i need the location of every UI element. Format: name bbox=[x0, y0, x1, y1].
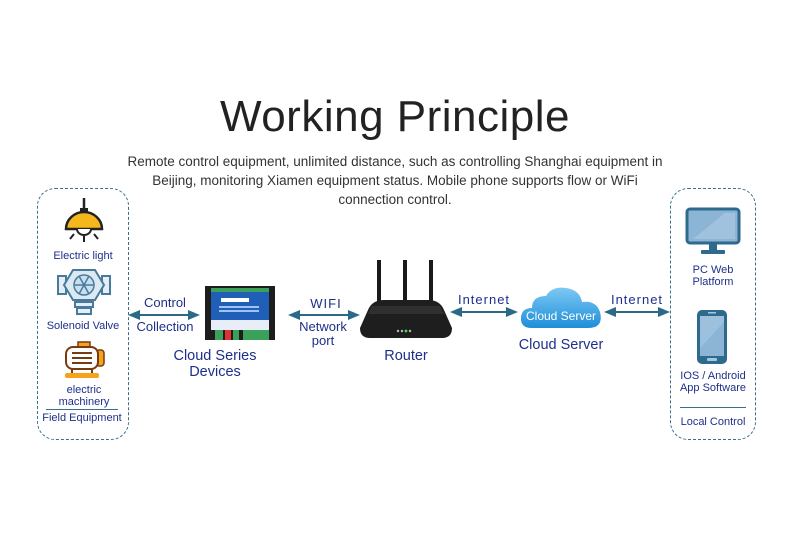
router-label: Router bbox=[384, 348, 428, 364]
device-label-line1: Cloud Series bbox=[173, 348, 257, 364]
monitor-icon bbox=[685, 207, 741, 257]
field-equipment-footer: Field Equipment bbox=[42, 412, 122, 424]
wifi-link-label: WIFI bbox=[310, 296, 342, 311]
local-control-footer: Local Control bbox=[680, 416, 746, 428]
cloud-icon bbox=[518, 284, 604, 332]
ceiling-lamp-icon bbox=[60, 196, 108, 246]
collection-link-label: Collection bbox=[136, 319, 194, 334]
internet-link-label-2: Internet bbox=[610, 292, 664, 307]
cloud-local-arrow bbox=[604, 306, 670, 318]
network-port-text: Network port bbox=[299, 319, 347, 348]
electric-motor-icon bbox=[62, 340, 108, 380]
solenoid-valve-icon bbox=[56, 264, 112, 316]
device-router-arrow bbox=[288, 309, 360, 321]
page-subtitle: Remote control equipment, unlimited dist… bbox=[127, 154, 663, 207]
router-cloud-arrow bbox=[450, 306, 518, 318]
internet-link-label-1: Internet bbox=[457, 292, 511, 307]
app-software-label-line2: App Software bbox=[679, 382, 747, 394]
app-software-label-line1: IOS / Android bbox=[680, 370, 746, 382]
field-equipment-group bbox=[37, 188, 129, 440]
control-link-label: Control bbox=[144, 295, 186, 310]
field-device-arrow bbox=[128, 309, 200, 321]
router-icon bbox=[358, 258, 454, 346]
page-title: Working Principle bbox=[219, 92, 571, 141]
cloud-server-label: Cloud Server bbox=[518, 337, 604, 353]
controller-device-icon bbox=[205, 284, 275, 344]
network-port-label-1: Network port bbox=[286, 320, 360, 348]
local-divider bbox=[680, 407, 746, 408]
field-divider bbox=[46, 409, 118, 410]
solenoid-valve-label: Solenoid Valve bbox=[46, 320, 120, 332]
smartphone-icon bbox=[695, 308, 729, 366]
electric-light-label: Electric light bbox=[53, 250, 113, 262]
electric-machinery-label: electric machinery bbox=[58, 384, 110, 408]
cloud-server-badge: Cloud Server bbox=[525, 309, 597, 323]
device-label-line2: Devices bbox=[189, 364, 241, 380]
local-control-group bbox=[670, 188, 756, 440]
pc-web-label-line2: Platform bbox=[692, 276, 734, 288]
pc-web-label-line1: PC Web bbox=[692, 264, 734, 276]
